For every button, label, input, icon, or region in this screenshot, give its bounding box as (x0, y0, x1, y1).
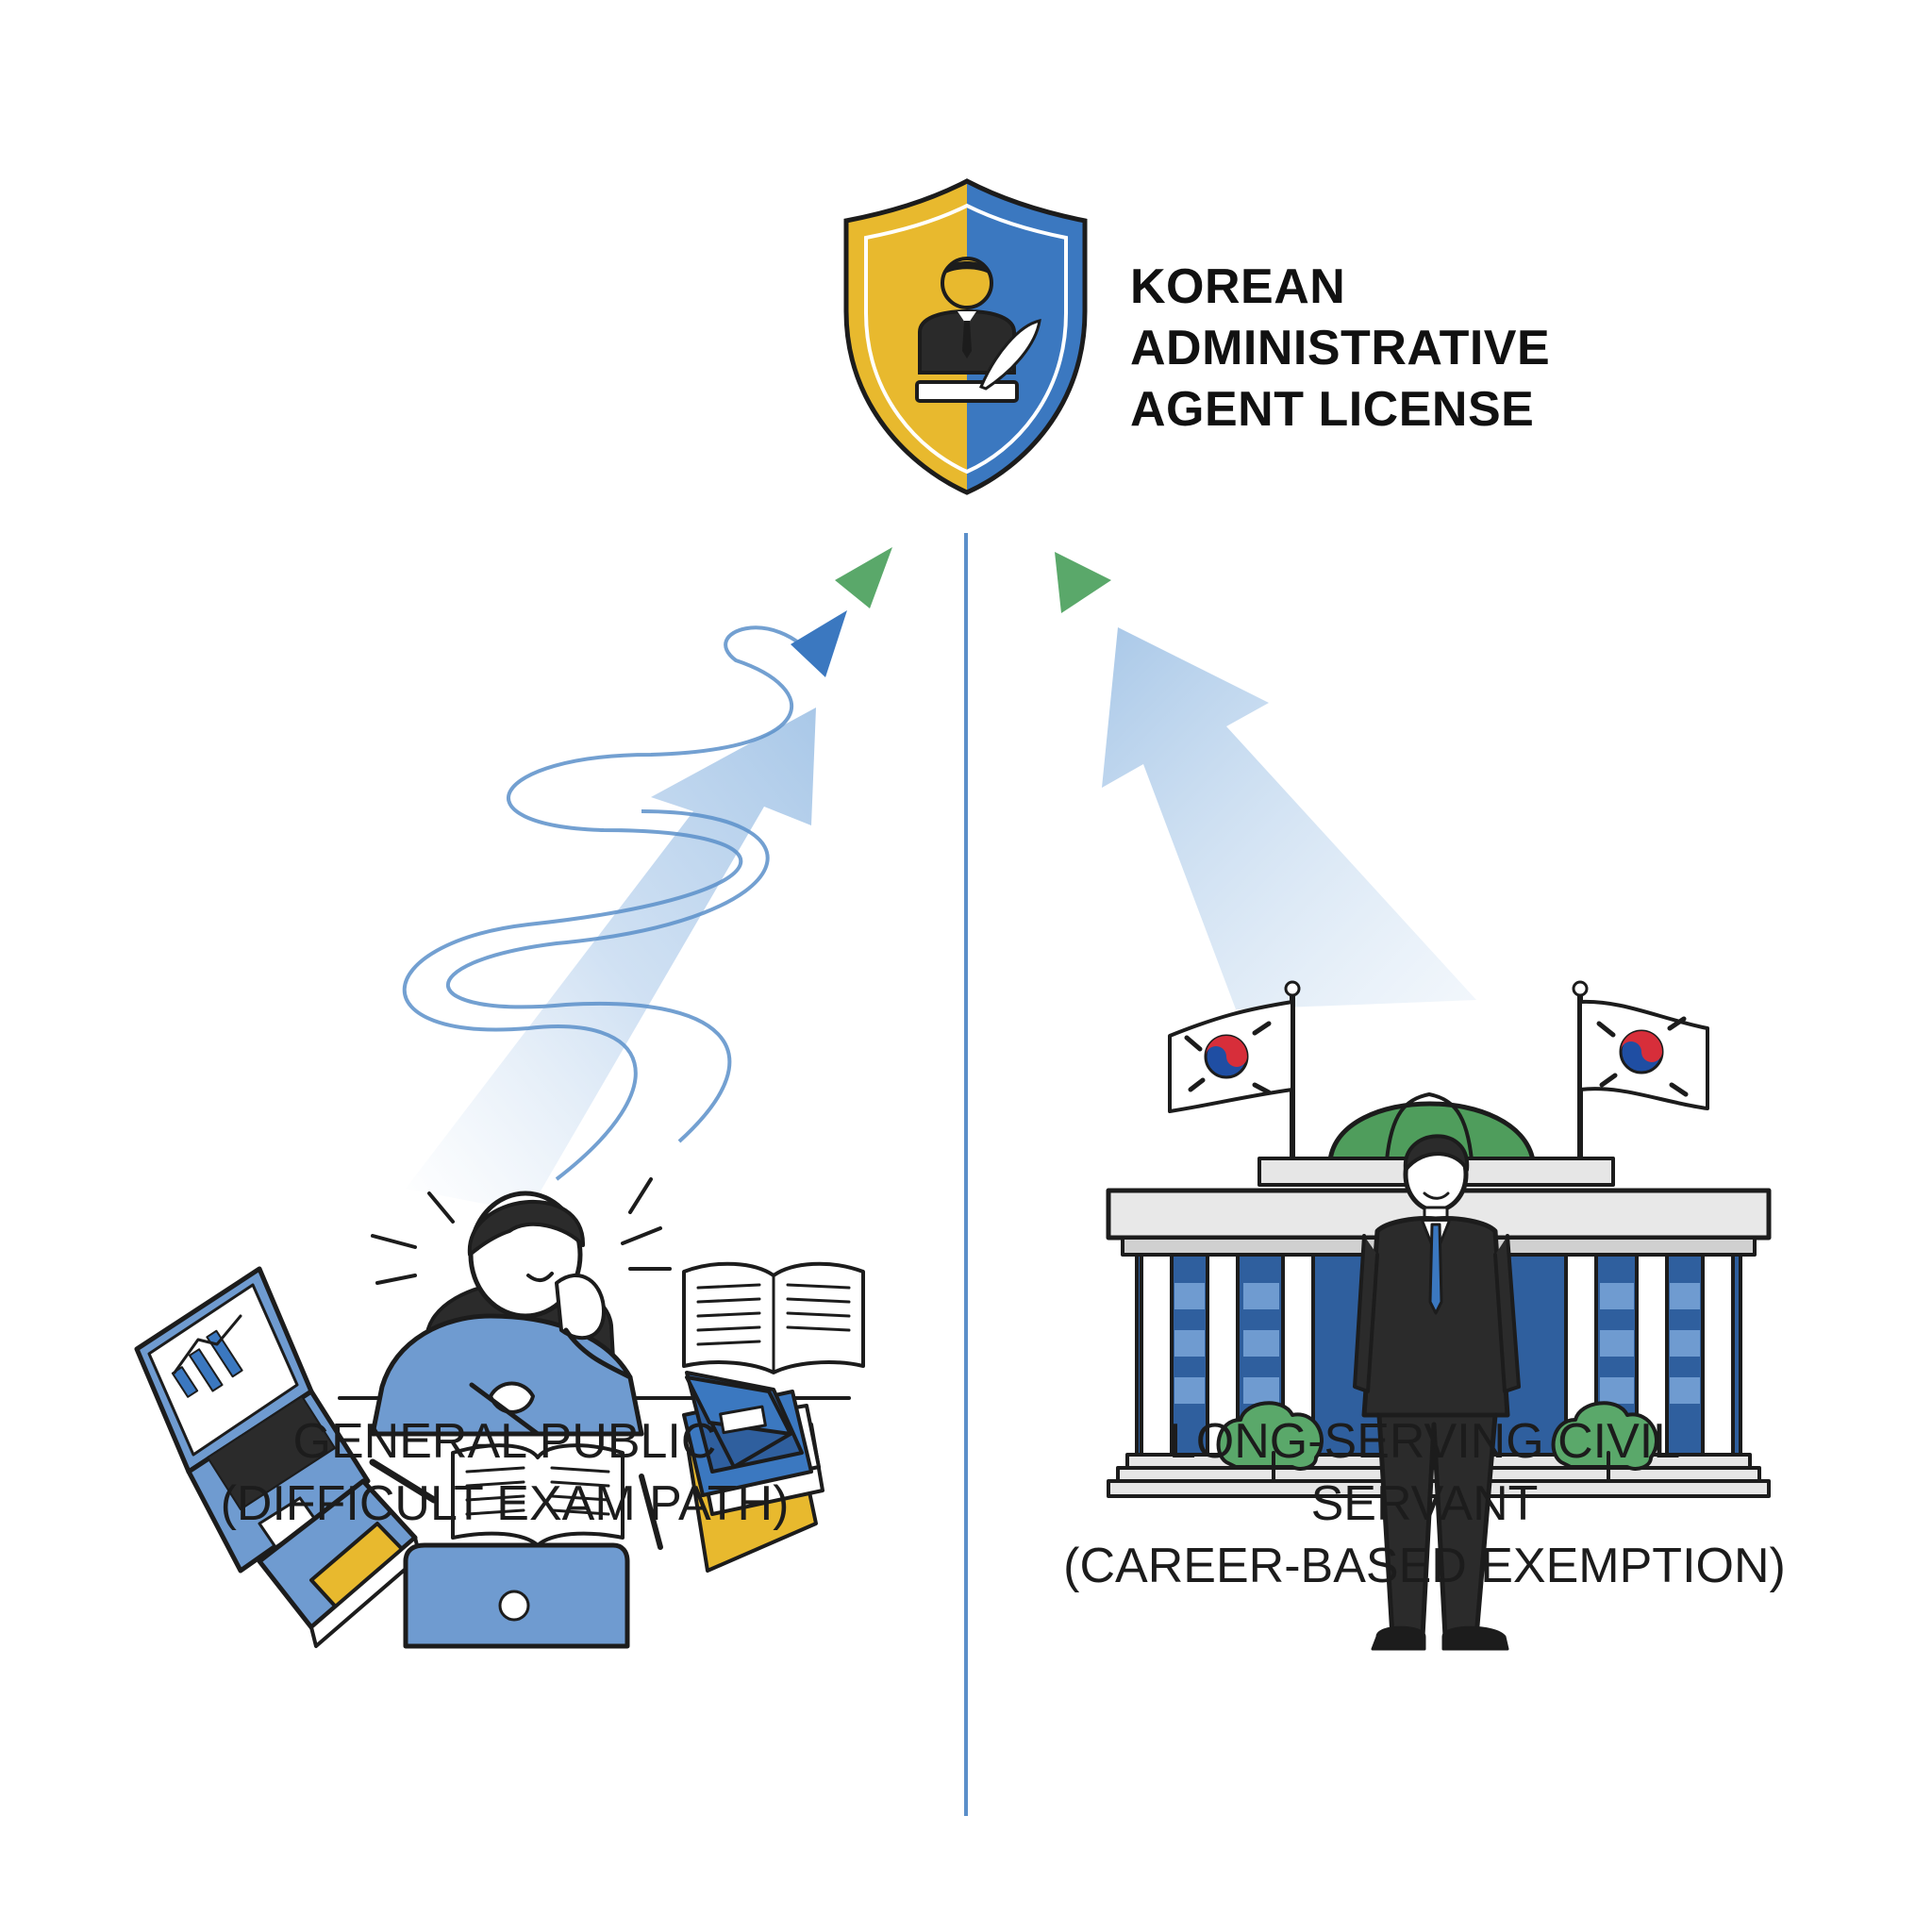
student-studying-illustration (134, 1177, 865, 1649)
green-triangle-icon (835, 547, 892, 608)
open-book-icon (682, 1261, 865, 1374)
book-stack-icon (682, 1371, 824, 1573)
right-label-line-1: LONG-SERVING CIVIL SERVANT (1168, 1414, 1681, 1531)
blue-triangle-icon (791, 610, 847, 677)
title-line-3: AGENT LICENSE (1130, 382, 1535, 437)
right-label-line-2: (CAREER-BASED EXEMPTION) (1063, 1539, 1786, 1593)
left-label-line-2: (DIFFICULT EXAM PATH) (220, 1476, 790, 1531)
right-exemption-path-arrow (1055, 552, 1476, 1009)
page-title: KOREAN ADMINISTRATIVE AGENT LICENSE (1130, 257, 1550, 441)
title-line-2: ADMINISTRATIVE (1130, 321, 1551, 375)
wavy-path-line (402, 625, 818, 1181)
closed-book-icon (257, 1478, 422, 1648)
laptop-back-icon (403, 1542, 630, 1649)
license-shield-icon (843, 178, 1088, 495)
korean-flag-icon-left (1168, 1000, 1294, 1113)
title-line-1: KOREAN (1130, 259, 1346, 314)
civil-servant-label: LONG-SERVING CIVIL SERVANT (CAREER-BASED… (1057, 1410, 1792, 1597)
civil-servant-illustration (1106, 980, 1772, 1651)
general-public-label: GENERAL PUBLIC (DIFFICULT EXAM PATH) (212, 1410, 797, 1535)
agent-figure-icon (915, 257, 1041, 403)
korean-flag-icon-right (1578, 999, 1709, 1110)
stress-lines-icon (371, 1177, 672, 1285)
left-exam-path-arrow (402, 547, 892, 1212)
civil-servant-figure-icon (1353, 1134, 1521, 1651)
center-book-icon (451, 1443, 625, 1547)
green-triangle-icon-right (1055, 552, 1111, 613)
left-label-line-1: GENERAL PUBLIC (292, 1414, 717, 1469)
bush-icon-left (1216, 1401, 1324, 1483)
laptop-icon (134, 1266, 371, 1574)
dome-icon (1327, 1101, 1536, 1163)
bush-icon-right (1551, 1401, 1658, 1483)
